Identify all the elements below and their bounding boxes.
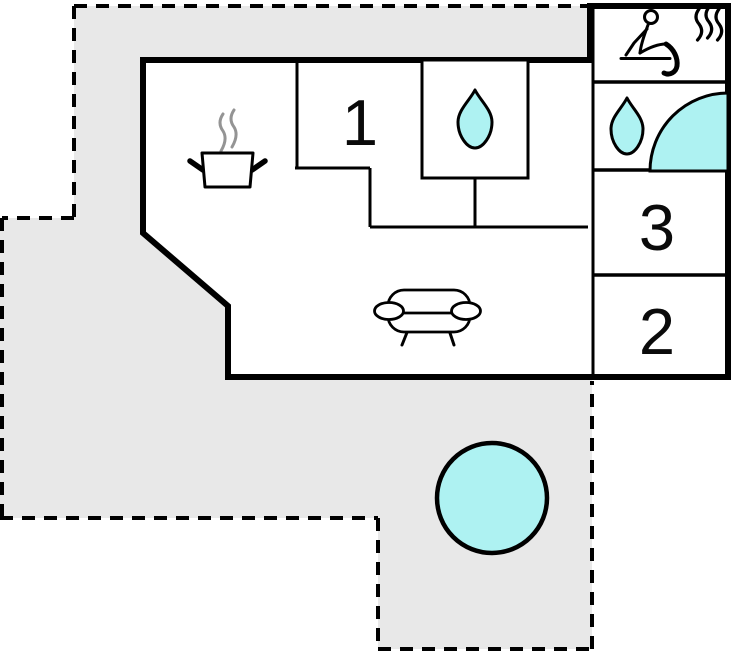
sofa-icon xyxy=(373,288,482,347)
corner-bath-icon xyxy=(648,91,730,173)
steam-wisp xyxy=(229,108,238,149)
sauna-steam-wisp xyxy=(714,7,724,42)
sauna-person-head xyxy=(643,9,659,25)
pot-body xyxy=(200,151,255,189)
sauna-person-leg xyxy=(661,41,680,77)
pot-handle-right xyxy=(249,158,268,173)
sauna-icon xyxy=(619,5,724,77)
sofa-armrest-left xyxy=(373,301,405,321)
sofa-armrest-right xyxy=(450,301,482,321)
pot-handle-left xyxy=(187,158,206,173)
room1-walls xyxy=(295,60,588,229)
terrace-dashed-border xyxy=(0,4,594,651)
room-1-label: 1 xyxy=(342,86,378,159)
sauna-person-back xyxy=(638,23,650,55)
room-3-label: 3 xyxy=(639,191,675,264)
sauna-person-arm xyxy=(624,27,649,57)
kitchen-pot-icon xyxy=(187,108,268,189)
water-drop-icon xyxy=(456,88,494,150)
building-outline xyxy=(140,3,731,380)
water-drop-icon xyxy=(609,96,645,156)
hot-tub-icon xyxy=(434,440,550,556)
room-2-label: 2 xyxy=(639,295,675,368)
steam-wisp xyxy=(218,112,227,153)
corner-bath-room xyxy=(609,91,730,173)
sauna-steam-wisp xyxy=(704,5,714,40)
sauna-steam-wisp xyxy=(694,7,704,42)
